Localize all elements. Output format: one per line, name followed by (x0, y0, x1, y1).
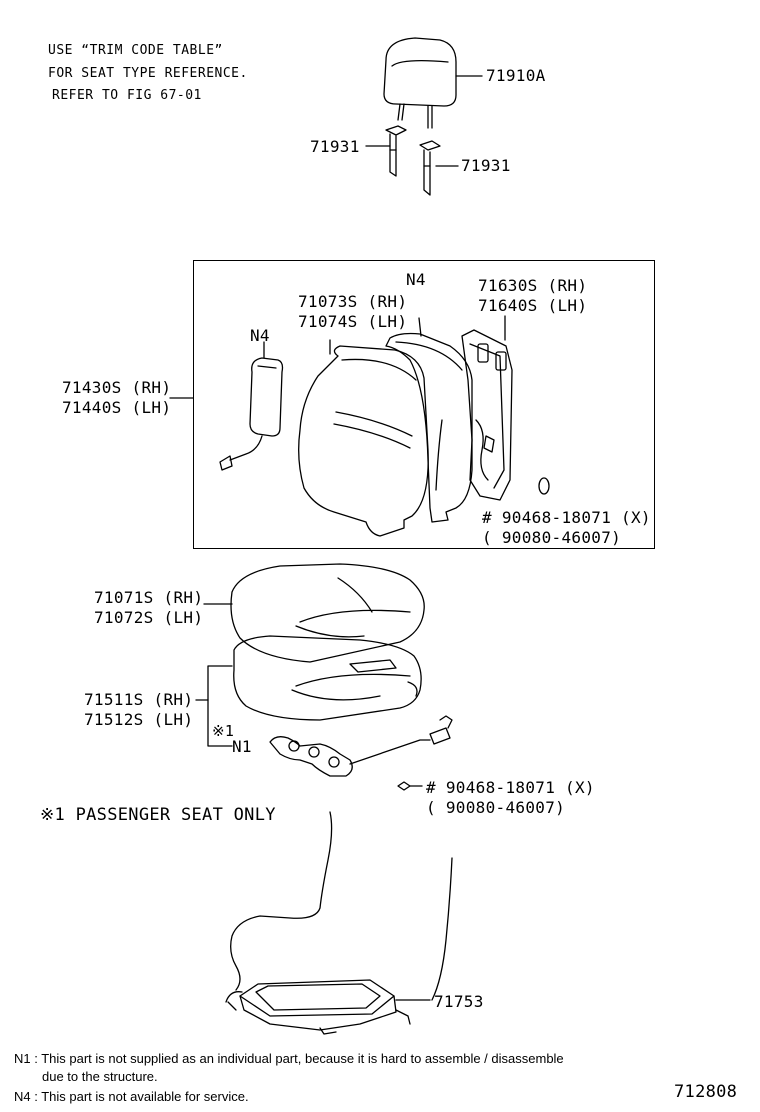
hog-ring-top (538, 477, 550, 495)
headrest-drawing (383, 37, 483, 129)
seat-adjuster-outline (230, 811, 453, 1001)
part-back-frame-rh: 71630S (RH) (478, 276, 588, 295)
part-back-cover-lh: 71074S (LH) (298, 312, 408, 331)
seat-back-pad-drawing (385, 317, 473, 523)
footnote-n4: N4 : This part is not available for serv… (14, 1089, 249, 1104)
sensor-mat-drawing (269, 715, 453, 777)
part-hogring-bottom-2: ( 90080-46007) (426, 798, 566, 817)
trim-note-line2: FOR SEAT TYPE REFERENCE. (48, 66, 248, 81)
label-n4-left: N4 (250, 326, 270, 345)
trim-note-line3: REFER TO FIG 67-01 (52, 88, 202, 103)
hog-ring-bottom (397, 781, 423, 791)
footnote-n1-line1: N1 : This part is not supplied as an ind… (14, 1051, 564, 1066)
part-hogring-top-1: # 90468-18071 (X) (482, 508, 651, 527)
part-cushion-cover-rh: 71071S (RH) (94, 588, 204, 607)
label-n1: N1 (232, 737, 252, 756)
part-cushion-pad-lh: 71512S (LH) (84, 710, 194, 729)
part-cushion-pad-rh: 71511S (RH) (84, 690, 194, 709)
seat-frame-drawing (225, 979, 431, 1035)
passenger-seat-note: ※1 PASSENGER SEAT ONLY (40, 805, 276, 825)
part-headrest: 71910A (486, 66, 546, 85)
part-back-cover-rh: 71073S (RH) (298, 292, 408, 311)
part-support-left: 71931 (310, 137, 360, 156)
part-seat-frame: 71753 (434, 992, 484, 1011)
side-airbag-drawing (219, 341, 284, 471)
part-hogring-bottom-1: # 90468-18071 (X) (426, 778, 595, 797)
part-cushion-cover-lh: 71072S (LH) (94, 608, 204, 627)
figure-number: 712808 (674, 1082, 738, 1102)
seat-back-frame-drawing (461, 315, 513, 501)
part-hogring-top-2: ( 90080-46007) (482, 528, 622, 547)
headrest-support-drawings (365, 125, 459, 196)
trim-note-line1: USE “TRIM CODE TABLE” (48, 43, 223, 58)
footnote-n1-line2: due to the structure. (42, 1069, 158, 1084)
seat-cushion-pad-drawing (233, 635, 422, 721)
label-note-mark: ※1 (212, 722, 235, 740)
part-back-assy-rh: 71430S (RH) (62, 378, 172, 397)
part-back-assy-lh: 71440S (LH) (62, 398, 172, 417)
part-back-frame-lh: 71640S (LH) (478, 296, 588, 315)
seat-back-group-box (193, 260, 655, 549)
seat-cushion-cover-drawing (203, 563, 425, 663)
part-support-right: 71931 (461, 156, 511, 175)
label-n4-top: N4 (406, 270, 426, 289)
